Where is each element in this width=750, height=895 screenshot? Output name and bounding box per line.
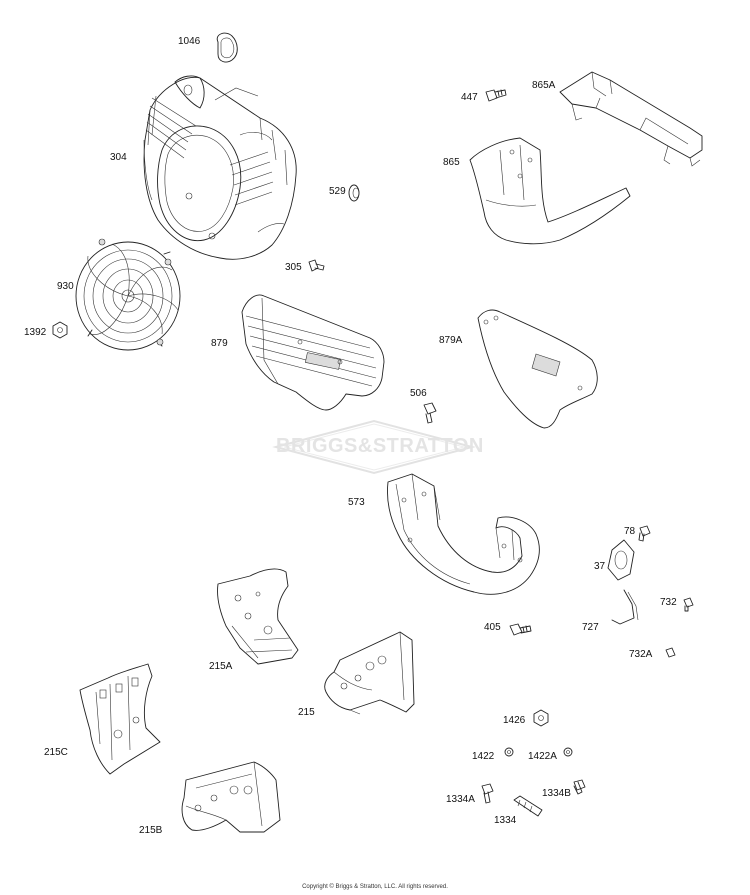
watermark-logo-frame [272,419,476,475]
part-label-37[interactable]: 37 [594,561,606,572]
part-305-screw-drawing[interactable] [308,259,325,272]
part-label-1426[interactable]: 1426 [503,715,526,726]
part-label-1334[interactable]: 1334 [494,815,517,826]
part-label-865[interactable]: 865 [443,157,460,168]
part-865A-bracket-drawing[interactable] [559,71,703,167]
part-37-gasket-drawing[interactable] [607,539,635,581]
part-879-baffle-drawing[interactable] [241,294,385,411]
part-label-405[interactable]: 405 [484,622,501,633]
part-1426-nut-drawing[interactable] [533,709,549,727]
part-573-housing-drawing[interactable] [387,473,540,595]
part-1334-stud-drawing[interactable] [513,795,543,817]
part-label-732[interactable]: 732 [660,597,677,608]
part-1392-nut-drawing[interactable] [52,321,68,339]
part-1422-washer-drawing[interactable] [504,747,514,757]
part-label-1046[interactable]: 1046 [178,36,201,47]
part-label-215B[interactable]: 215B [139,825,163,836]
part-label-879[interactable]: 879 [211,338,228,349]
watermark-text: BRIGGS&STRATTON [276,435,484,457]
part-865-shroud-drawing[interactable] [469,137,631,245]
part-930-guard-drawing[interactable] [75,238,181,351]
part-732A-screw-drawing[interactable] [665,647,676,658]
part-label-1334A[interactable]: 1334A [446,794,475,805]
part-78-screw-drawing[interactable] [638,525,651,542]
part-label-215C[interactable]: 215C [44,747,68,758]
part-label-727[interactable]: 727 [582,622,599,633]
part-447-screw-drawing[interactable] [485,89,507,102]
part-405-screw-drawing[interactable] [509,623,532,636]
watermark: BRIGGS&STRATTON [276,421,484,473]
part-1334A-stud-drawing[interactable] [481,783,494,804]
part-label-930[interactable]: 930 [57,281,74,292]
part-label-1334B[interactable]: 1334B [542,788,571,799]
part-label-573[interactable]: 573 [348,497,365,508]
part-879A-plate-drawing[interactable] [477,309,598,429]
part-label-1422[interactable]: 1422 [472,751,495,762]
part-label-506[interactable]: 506 [410,388,427,399]
copyright-notice: Copyright © Briggs & Stratton, LLC. All … [302,884,448,890]
part-label-78[interactable]: 78 [624,526,636,537]
part-label-305[interactable]: 305 [285,262,302,273]
part-215B-shield-drawing[interactable] [181,761,281,833]
part-label-304[interactable]: 304 [110,152,127,163]
part-215A-shield-drawing[interactable] [217,568,299,665]
part-1046-seal-drawing[interactable] [216,32,238,63]
part-1422A-washer-drawing[interactable] [563,747,573,757]
part-215-bracket-drawing[interactable] [324,631,415,715]
part-label-215A[interactable]: 215A [209,661,233,672]
part-label-865A[interactable]: 865A [532,80,556,91]
part-label-1422A[interactable]: 1422A [528,751,557,762]
part-732-screw-drawing[interactable] [683,597,694,612]
part-label-879A[interactable]: 879A [439,335,463,346]
part-label-529[interactable]: 529 [329,186,346,197]
part-727-bracket-drawing[interactable] [611,589,639,625]
part-label-1392[interactable]: 1392 [24,327,47,338]
part-label-447[interactable]: 447 [461,92,478,103]
part-529-grommet-drawing[interactable] [348,184,360,202]
part-215C-shield-drawing[interactable] [79,663,161,775]
part-506-screw-drawing[interactable] [423,402,437,424]
part-label-732A[interactable]: 732A [629,649,653,660]
part-1334B-stud-drawing[interactable] [573,779,586,795]
part-label-215[interactable]: 215 [298,707,315,718]
part-304-blower-housing-drawing[interactable] [143,75,297,260]
